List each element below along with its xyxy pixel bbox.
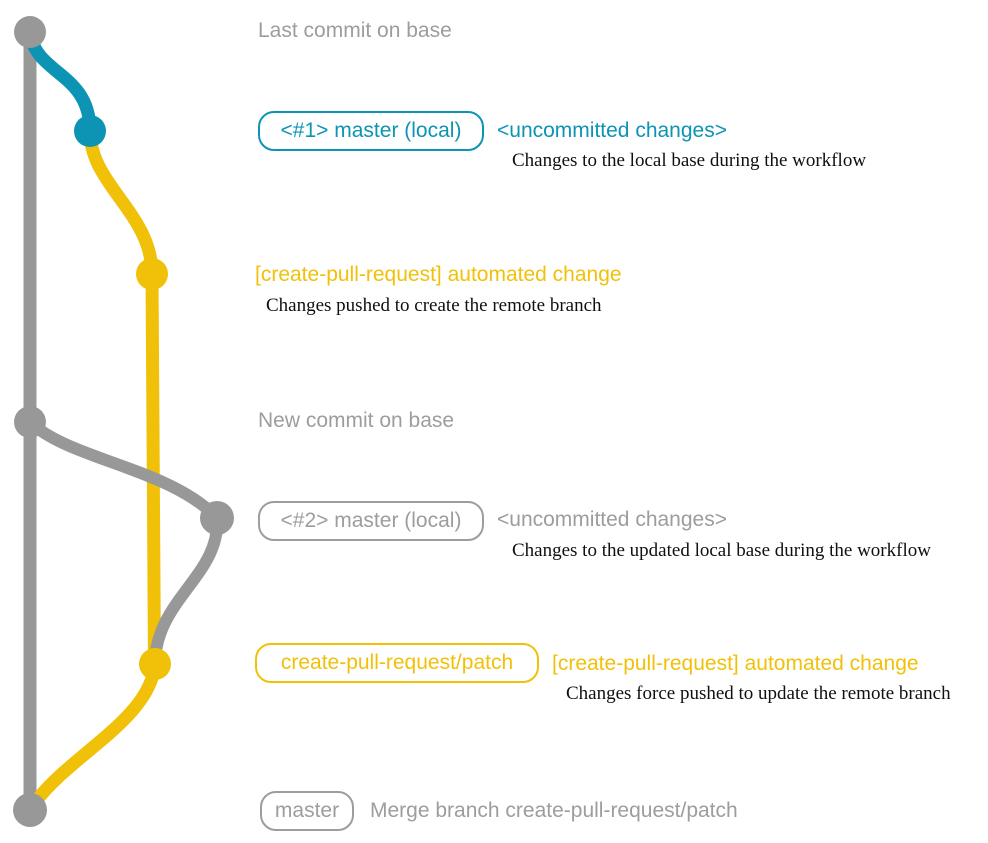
commit-message-last-base: Last commit on base bbox=[258, 19, 452, 42]
note-uncommitted-1: Changes to the local base during the wor… bbox=[512, 150, 867, 171]
commit-dot-last-base bbox=[14, 16, 46, 48]
branch-tag-create-pull-request-patch: create-pull-request/patch bbox=[255, 643, 539, 683]
branch-line-patch-create bbox=[83, 124, 159, 281]
commit-message-new-base: New commit on base bbox=[258, 409, 455, 432]
commit-message-automated-1: [create-pull-request] automated change bbox=[255, 263, 622, 286]
branch-line-patch-merge bbox=[23, 657, 162, 817]
commit-message-merge: Merge branch create-pull-request/patch bbox=[370, 799, 738, 822]
branch-line-patch-vertical bbox=[145, 267, 161, 671]
commit-message-uncommitted-1: <uncommitted changes> bbox=[497, 119, 727, 142]
commit-message-automated-2: [create-pull-request] automated change bbox=[552, 652, 919, 675]
commit-message-uncommitted-2: <uncommitted changes> bbox=[497, 508, 727, 531]
commit-dot-master-local-1 bbox=[74, 115, 106, 147]
branch-line-master-local-1 bbox=[23, 25, 97, 138]
note-uncommitted-2: Changes to the updated local base during… bbox=[512, 540, 931, 561]
commit-dot-automated-change-1 bbox=[136, 258, 168, 290]
branch-line-master-local-2 bbox=[24, 416, 223, 524]
branch-tag-master-local-1: <#1> master (local) bbox=[258, 111, 484, 151]
git-graph bbox=[13, 16, 234, 827]
note-automated-1: Changes pushed to create the remote bran… bbox=[266, 295, 602, 316]
commit-dot-automated-change-2 bbox=[139, 648, 171, 680]
branch-tag-master-local-2: <#2> master (local) bbox=[258, 501, 484, 541]
commit-dot-merge bbox=[13, 793, 47, 827]
branch-line-master-to-patch bbox=[149, 512, 224, 670]
commit-dot-new-base bbox=[14, 406, 46, 438]
branch-tag-master: master bbox=[260, 791, 354, 831]
note-automated-2: Changes force pushed to update the remot… bbox=[566, 683, 951, 704]
commit-dot-master-local-2 bbox=[200, 501, 234, 535]
